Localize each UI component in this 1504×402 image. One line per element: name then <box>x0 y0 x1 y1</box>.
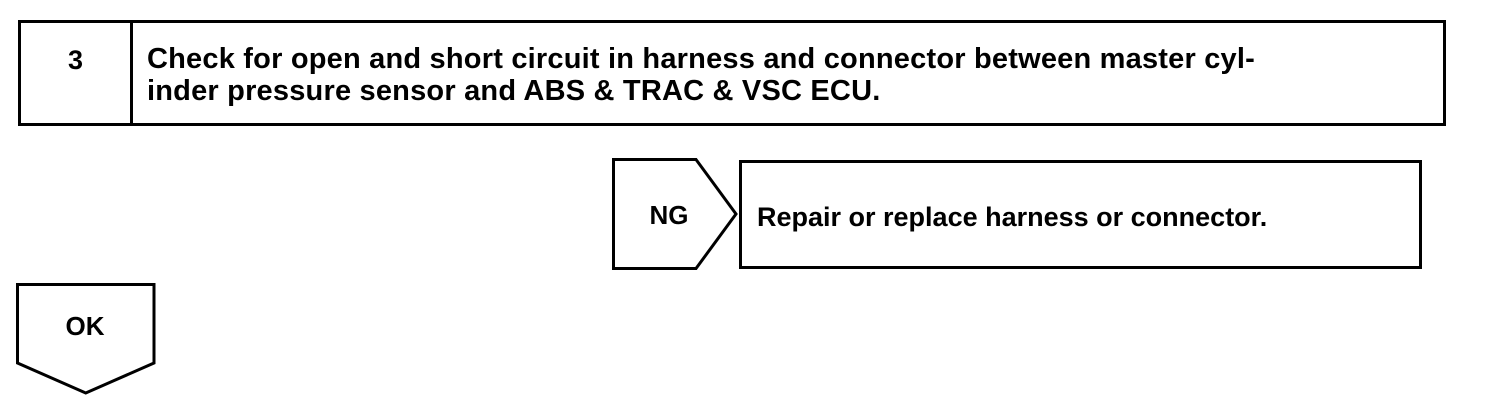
ng-label: NG <box>649 200 689 230</box>
ok-label: OK <box>65 311 105 341</box>
step-header: 3 Check for open and short circuit in ha… <box>18 20 1446 126</box>
step-description: Check for open and short circuit in harn… <box>133 23 1443 123</box>
step-description-line-2: inder pressure sensor and ABS & TRAC & V… <box>147 75 881 107</box>
step-description-line-1: Check for open and short circuit in harn… <box>147 43 1255 75</box>
ng-arrow-shape <box>612 158 738 270</box>
ng-result-box: Repair or replace harness or connector. <box>739 160 1422 269</box>
step-number: 3 <box>21 23 133 123</box>
ok-arrow-shape <box>16 283 156 395</box>
